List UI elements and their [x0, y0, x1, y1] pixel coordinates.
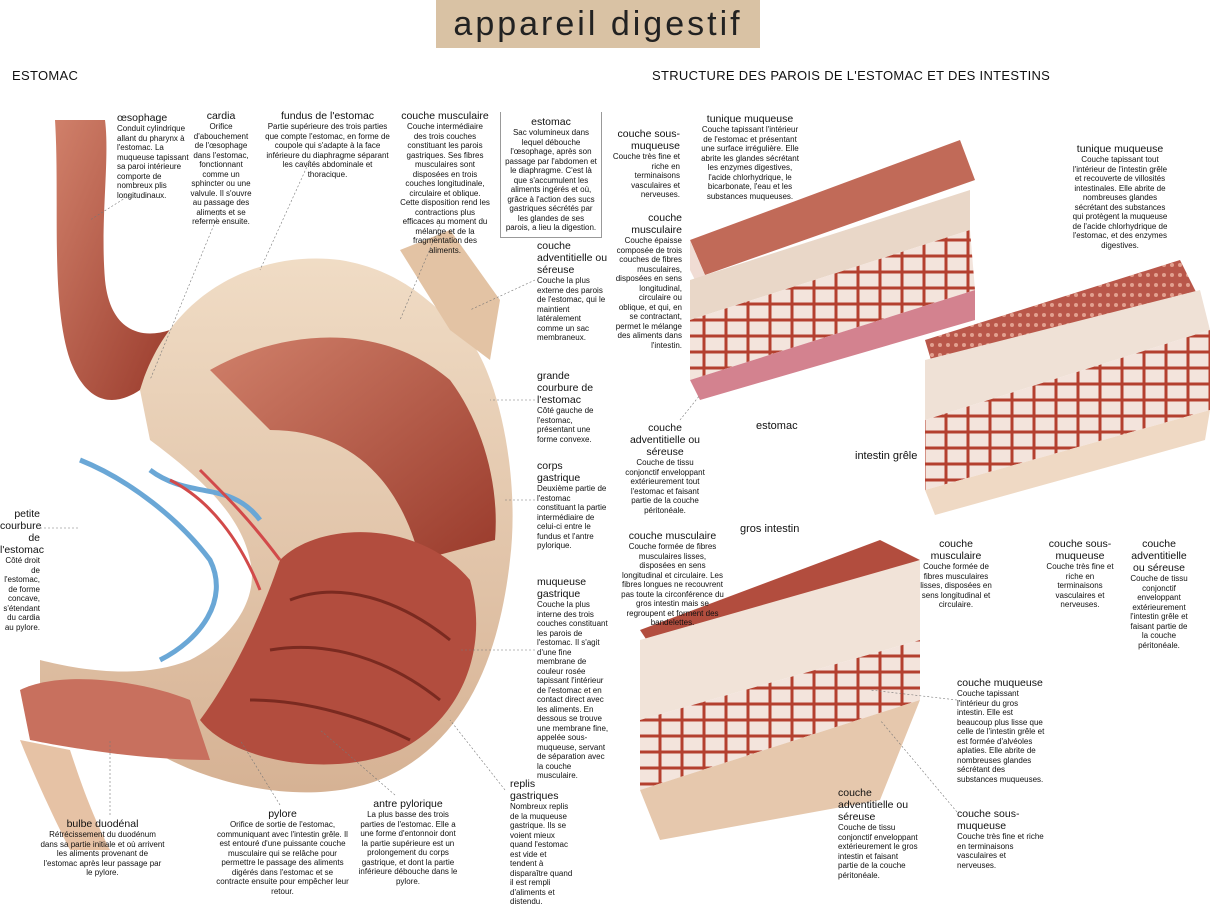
caption-intestin-grele: intestin grêle: [855, 450, 918, 462]
leader-lines: [40, 159, 958, 815]
duodenum: [20, 679, 210, 760]
section-title-structure: STRUCTURE DES PAROIS DE L'ESTOMAC ET DES…: [652, 68, 1051, 83]
duodenum-tail: [20, 740, 110, 850]
arteries: [169, 468, 282, 591]
caption-estomac: estomac: [756, 420, 798, 432]
caption-gros-intestin: gros intestin: [740, 523, 800, 535]
veins: [79, 457, 262, 663]
page-title: appareil digestif: [436, 0, 760, 48]
oesophagus: [55, 120, 170, 400]
small-intestine-wall-block: [925, 260, 1210, 515]
stomach-wall-block: [690, 140, 975, 400]
stomach-mucosa: [200, 532, 477, 765]
stomach-muscle-window: [210, 337, 496, 560]
large-intestine-wall-block: [640, 540, 920, 840]
gastric-folds: [249, 590, 451, 742]
esophagus-cut: [400, 230, 500, 360]
section-title-estomac: ESTOMAC: [12, 68, 79, 83]
anatomy-illustration: [20, 120, 1210, 850]
